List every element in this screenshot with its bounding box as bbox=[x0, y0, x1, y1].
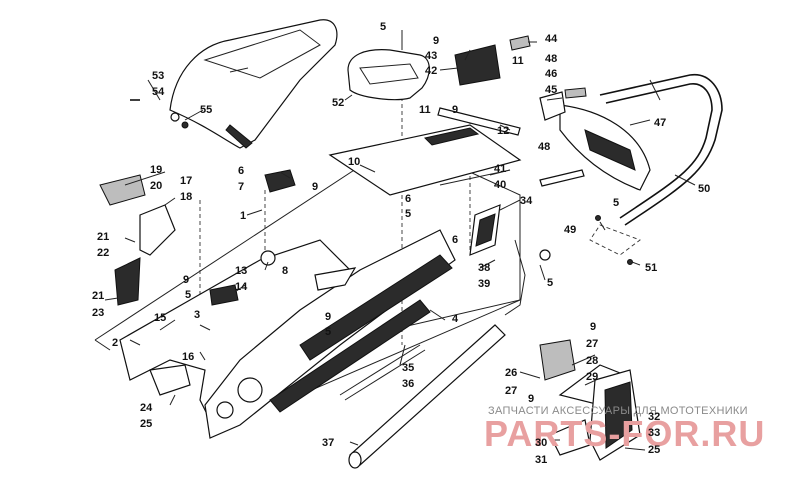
label-42: 42 bbox=[425, 65, 437, 77]
watermark: ЗАПЧАСТИ АКСЕССУАРЫ ДЛЯ МОТОТЕХНИКИ PART… bbox=[484, 405, 765, 454]
label-9: 9 bbox=[433, 35, 439, 47]
label-20: 20 bbox=[150, 180, 162, 192]
label-25: 25 bbox=[648, 444, 660, 456]
label-41: 41 bbox=[494, 163, 506, 175]
label-9: 9 bbox=[183, 274, 189, 286]
label-6: 6 bbox=[452, 234, 458, 246]
rear-rail-support-part bbox=[539, 169, 585, 187]
label-47: 47 bbox=[654, 117, 666, 129]
label-9: 9 bbox=[325, 311, 331, 323]
label-12: 12 bbox=[497, 125, 509, 137]
label-43: 43 bbox=[425, 50, 437, 62]
label-11: 11 bbox=[512, 55, 524, 67]
label-44: 44 bbox=[545, 33, 558, 45]
label-55: 55 bbox=[200, 104, 212, 116]
label-51: 51 bbox=[645, 262, 657, 274]
label-9: 9 bbox=[528, 393, 534, 405]
rear-side-plate-part bbox=[469, 204, 551, 316]
label-46: 46 bbox=[545, 68, 557, 80]
label-31: 31 bbox=[535, 454, 547, 466]
label-24: 24 bbox=[140, 402, 153, 414]
part-labels: 5 9 43 42 11 44 48 46 45 47 48 50 5 49 5… bbox=[92, 21, 710, 466]
label-52: 52 bbox=[332, 97, 344, 109]
label-2: 2 bbox=[112, 337, 118, 349]
label-6: 6 bbox=[405, 193, 411, 205]
label-7: 7 bbox=[238, 181, 244, 193]
label-33: 33 bbox=[648, 427, 660, 439]
label-21: 21 bbox=[92, 290, 104, 302]
label-6: 6 bbox=[238, 165, 244, 177]
label-29: 29 bbox=[586, 371, 598, 383]
grab-handle-part bbox=[454, 35, 531, 86]
label-21: 21 bbox=[97, 231, 109, 243]
label-22: 22 bbox=[97, 247, 109, 259]
label-18: 18 bbox=[180, 191, 192, 203]
leader-lines bbox=[104, 30, 696, 451]
label-38: 38 bbox=[478, 262, 490, 274]
label-15: 15 bbox=[154, 312, 166, 324]
rear-flap-part bbox=[539, 87, 651, 191]
rear-bumper-part bbox=[599, 74, 723, 226]
label-1: 1 bbox=[240, 210, 246, 222]
label-5: 5 bbox=[325, 326, 331, 338]
label-32: 32 bbox=[648, 411, 660, 423]
label-17: 17 bbox=[180, 175, 192, 187]
watermark-text: ЗАПЧАСТИ АКСЕССУАРЫ ДЛЯ МОТОТЕХНИКИ bbox=[488, 405, 748, 417]
label-39: 39 bbox=[478, 278, 490, 290]
label-53: 53 bbox=[152, 70, 164, 82]
label-9: 9 bbox=[452, 104, 458, 116]
label-28: 28 bbox=[586, 355, 598, 367]
label-19: 19 bbox=[150, 164, 162, 176]
label-36: 36 bbox=[402, 378, 414, 390]
label-8: 8 bbox=[282, 265, 288, 277]
label-48: 48 bbox=[538, 141, 550, 153]
label-5: 5 bbox=[380, 21, 386, 33]
label-54: 54 bbox=[152, 86, 165, 98]
label-26: 26 bbox=[505, 367, 517, 379]
label-40: 40 bbox=[494, 179, 506, 191]
label-25: 25 bbox=[140, 418, 152, 430]
label-13: 13 bbox=[235, 265, 247, 277]
tube-part bbox=[348, 324, 506, 469]
label-50: 50 bbox=[698, 183, 710, 195]
label-37: 37 bbox=[322, 437, 334, 449]
label-5: 5 bbox=[547, 277, 553, 289]
label-5: 5 bbox=[185, 289, 191, 301]
label-9: 9 bbox=[312, 181, 318, 193]
label-30: 30 bbox=[535, 437, 547, 449]
label-35: 35 bbox=[402, 362, 414, 374]
label-5: 5 bbox=[405, 208, 411, 220]
seat-fastener-part bbox=[130, 99, 189, 129]
rear-bracket-rail-part bbox=[437, 107, 521, 136]
label-10: 10 bbox=[348, 156, 360, 168]
label-3: 3 bbox=[194, 309, 200, 321]
label-49: 49 bbox=[564, 224, 576, 236]
chassis-part bbox=[119, 229, 456, 439]
front-bracket-part bbox=[99, 174, 191, 396]
running-board-part bbox=[339, 344, 426, 401]
label-16: 16 bbox=[182, 351, 194, 363]
label-23: 23 bbox=[92, 307, 104, 319]
label-14: 14 bbox=[235, 281, 248, 293]
label-9: 9 bbox=[590, 321, 596, 333]
label-11: 11 bbox=[419, 104, 431, 116]
label-34: 34 bbox=[520, 195, 533, 207]
watermark-logo: PARTS-FOR.RU bbox=[484, 413, 765, 454]
label-5: 5 bbox=[613, 197, 619, 209]
label-27: 27 bbox=[505, 385, 517, 397]
label-27: 27 bbox=[586, 338, 598, 350]
label-4: 4 bbox=[452, 313, 459, 325]
label-45: 45 bbox=[545, 84, 557, 96]
label-48: 48 bbox=[545, 53, 557, 65]
side-panel-part bbox=[539, 339, 641, 461]
storage-bag-part bbox=[347, 49, 430, 101]
seat-part bbox=[169, 19, 338, 149]
stud-block-part bbox=[589, 215, 641, 265]
small-mount-part bbox=[209, 169, 296, 306]
